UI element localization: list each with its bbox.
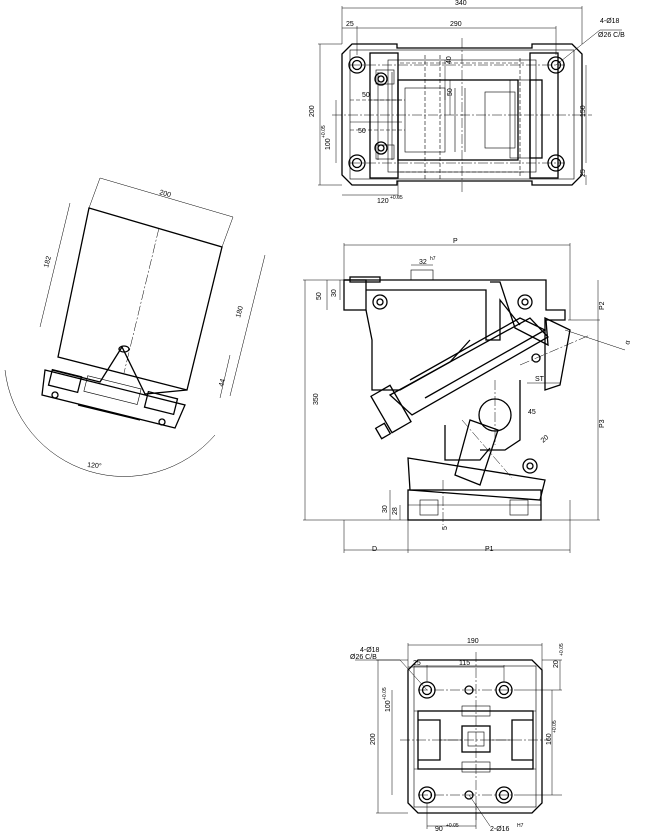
- front-d45: 45: [528, 409, 536, 416]
- bot-bottom: 90: [435, 826, 443, 833]
- bot-width: 190: [467, 638, 479, 645]
- bot-top-offset: 20: [553, 660, 560, 668]
- top-counterbore: Ø26 C/B: [598, 32, 625, 39]
- front-d50: 50: [316, 292, 323, 300]
- front-base-28: 28: [392, 507, 399, 515]
- bot-pin: 2-Ø16: [490, 826, 510, 833]
- bot-height: 200: [370, 733, 377, 745]
- front-st: ST: [535, 376, 545, 383]
- bot-counterbore: Ø26 C/B: [350, 654, 377, 661]
- front-p2: P2: [599, 301, 606, 310]
- front-angle: α: [624, 340, 632, 346]
- bottom-view: 190 4-Ø18 Ø26 C/B 25 115 20 +0.05 200 10…: [350, 638, 565, 833]
- bot-holes: 4-Ø18: [360, 647, 380, 654]
- top-overall-width: 340: [455, 0, 467, 7]
- front-d: D: [372, 546, 377, 553]
- front-p3: P3: [599, 419, 606, 428]
- top-inner-width: 290: [450, 21, 462, 28]
- top-bottom-span-tol: +0.05: [390, 195, 403, 201]
- bot-right-tol: +0.05: [552, 720, 558, 733]
- rot-left: 182: [43, 255, 53, 268]
- bot-bore: 100: [385, 700, 392, 712]
- top-holes: 4-Ø18: [600, 18, 620, 25]
- bot-span: 115: [459, 660, 470, 667]
- front-height: 350: [313, 393, 320, 405]
- top-dim-40: 40: [446, 56, 453, 64]
- front-d30: 30: [331, 289, 338, 297]
- bot-bore-tol: +0.05: [382, 687, 388, 700]
- top-height: 200: [309, 105, 316, 117]
- rot-base: 44: [218, 378, 227, 387]
- bot-edge: 25: [413, 660, 421, 667]
- front-p: P: [453, 238, 458, 245]
- bot-right: 160: [546, 733, 553, 745]
- top-bottom-offset: 25: [580, 169, 587, 177]
- bot-bottom-tol: +0.05: [446, 823, 459, 829]
- front-base-30: 30: [382, 505, 389, 513]
- bot-top-offset-tol: +0.05: [559, 643, 565, 656]
- rot-width: 200: [158, 189, 171, 199]
- top-edge-offset: 25: [346, 21, 354, 28]
- front-d20: 20: [540, 434, 551, 444]
- top-view: 340 290 25 4-Ø18 Ø26 C/B 200 150 25 100 …: [309, 0, 625, 205]
- top-hole-spacing: 150: [580, 105, 587, 117]
- top-bore-spacing-tol: +0.05: [321, 125, 327, 138]
- front-slot-tol: h7: [430, 256, 436, 262]
- front-view: P 32 h7 50 30 P2 α ST 350 P3 45 20 30 28…: [303, 238, 632, 553]
- top-bottom-span: 120: [377, 198, 389, 205]
- top-bore-spacing: 100: [325, 138, 332, 150]
- rot-angle: 120°: [87, 461, 102, 470]
- front-slot: 32: [419, 259, 427, 266]
- rotated-view: 200 182 180 44 120°: [4, 177, 266, 477]
- bot-pin-tol: H7: [517, 823, 524, 829]
- top-dim-50-upper: 50: [362, 92, 370, 99]
- top-dim-50-mid: 50: [447, 88, 454, 96]
- front-p1: P1: [485, 546, 494, 553]
- front-d5: 5: [442, 526, 449, 530]
- rot-right: 180: [235, 305, 245, 318]
- top-dim-50-left: 50: [358, 128, 366, 135]
